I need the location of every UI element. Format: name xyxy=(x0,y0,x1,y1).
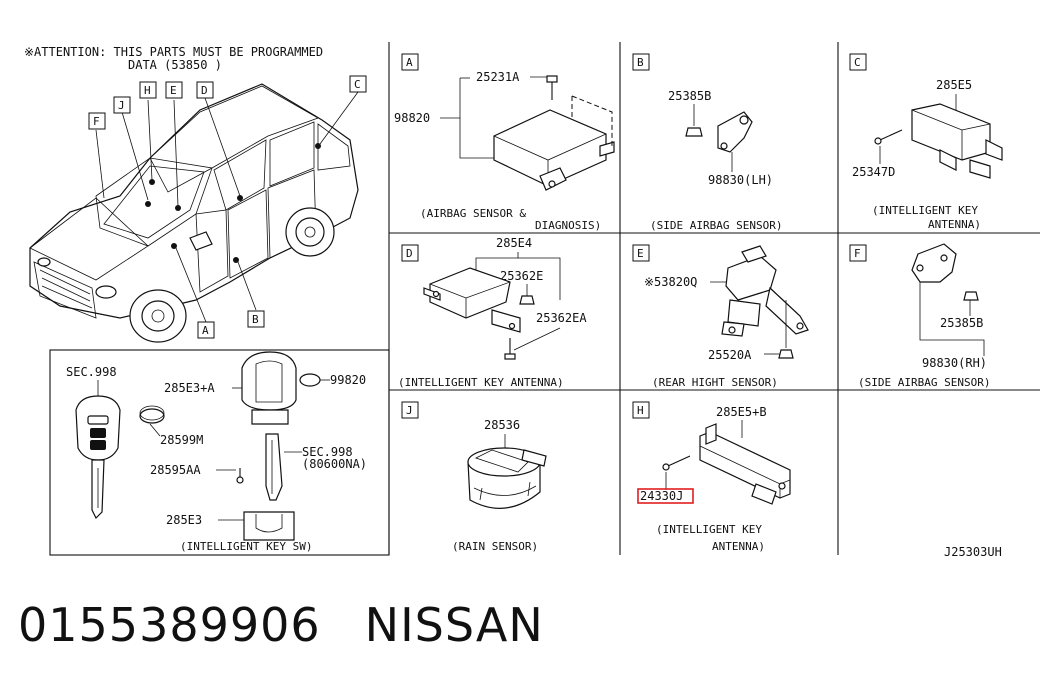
panel-h: H 285E5+B 24330J (INTELLIGENT KEY ANTENN… xyxy=(632,401,791,553)
label-24330j-highlight xyxy=(637,488,694,504)
part-number: 0155389906 xyxy=(18,598,321,652)
label-25362ea: 25362EA xyxy=(536,311,587,325)
panel-h-tag: H xyxy=(637,404,644,417)
label-25231a: 25231A xyxy=(476,70,520,84)
svg-text:B: B xyxy=(252,313,259,326)
label-98820: 98820 xyxy=(394,111,430,125)
label-sec998: SEC.998 xyxy=(66,365,117,379)
panel-d-caption: (INTELLIGENT KEY ANTENNA) xyxy=(398,376,564,389)
label-24330j: 24330J xyxy=(640,489,683,503)
panel-j-caption: (RAIN SENSOR) xyxy=(452,540,538,553)
panel-a-tag: A xyxy=(406,56,413,69)
brand-name: NISSAN xyxy=(364,598,544,652)
label-285e4: 285E4 xyxy=(496,236,532,250)
label-99820: 99820 xyxy=(330,373,366,387)
svg-text:H: H xyxy=(144,84,151,97)
label-28595aa: 28595AA xyxy=(150,463,201,477)
panel-c-tag: C xyxy=(854,56,861,69)
callout-h: H xyxy=(139,81,157,99)
svg-text:A: A xyxy=(202,324,209,337)
label-285e5: 285E5 xyxy=(936,78,972,92)
panel-b-tag: B xyxy=(637,56,644,69)
panel-b-caption: (SIDE AIRBAG SENSOR) xyxy=(650,219,782,232)
panel-c-caption-2: ANTENNA) xyxy=(928,218,981,231)
grid-frame xyxy=(49,42,1040,556)
label-25362e: 25362E xyxy=(500,269,543,283)
vehicle-illustration xyxy=(29,83,359,343)
panel-h-caption: (INTELLIGENT KEY xyxy=(656,523,762,536)
label-28536: 28536 xyxy=(484,418,520,432)
callout-a: A xyxy=(197,321,215,339)
label-53820q: ※53820Q xyxy=(644,275,697,289)
svg-text:F: F xyxy=(93,115,100,128)
panel-h-caption-2: ANTENNA) xyxy=(712,540,765,553)
panel-d-tag: D xyxy=(406,247,413,260)
svg-text:D: D xyxy=(201,84,208,97)
footer-caption: 0155389906 NISSAN xyxy=(18,598,544,652)
svg-text:E: E xyxy=(170,84,177,97)
callout-j: J xyxy=(113,96,131,114)
svg-text:C: C xyxy=(354,78,361,91)
callout-c: C xyxy=(349,75,367,93)
panel-f: F 25385B 98830(RH) (SIDE AIRBAG SENSOR) xyxy=(849,243,990,389)
panel-b: B 25385B 98830(LH) (SIDE AIRBAG SENSOR) xyxy=(632,53,782,232)
label-285e3a: 285E3+A xyxy=(164,381,215,395)
label-25347d: 25347D xyxy=(852,165,895,179)
panel-a-caption-2: DIAGNOSIS) xyxy=(535,219,601,232)
panel-key-sw: SEC.998 28599M 285E3+A 99820 SEC.998 (80… xyxy=(66,351,367,553)
panel-f-tag: F xyxy=(854,247,861,260)
svg-text:J: J xyxy=(118,99,125,112)
panel-a-caption: (AIRBAG SENSOR & xyxy=(420,207,526,220)
panel-j-tag: J xyxy=(406,404,413,417)
label-285e5b: 285E5+B xyxy=(716,405,767,419)
attention-data-note: DATA (53850 ) xyxy=(128,58,222,72)
label-285e3: 285E3 xyxy=(166,513,202,527)
panel-c: C 285E5 25347D (INTELLIGENT KEY ANTENNA) xyxy=(849,53,1003,231)
label-80600na: (80600NA) xyxy=(302,457,367,471)
label-98830lh: 98830(LH) xyxy=(708,173,773,187)
panel-d: D 285E4 25362E 25362EA (INTELLIGENT KEY … xyxy=(398,236,587,389)
label-sec998-b: SEC.998 xyxy=(302,445,353,459)
panel-key-caption: (INTELLIGENT KEY SW) xyxy=(180,540,312,553)
panel-e-tag: E xyxy=(637,247,644,260)
callout-d: D xyxy=(196,81,214,99)
label-98830rh: 98830(RH) xyxy=(922,356,987,370)
label-25385b: 25385B xyxy=(668,89,711,103)
diagram-code: J25303UH xyxy=(944,545,1002,559)
label-28599m: 28599M xyxy=(160,433,203,447)
panel-f-caption: (SIDE AIRBAG SENSOR) xyxy=(858,376,990,389)
attention-note: ※ATTENTION: THIS PARTS MUST BE PROGRAMME… xyxy=(24,45,323,59)
panel-e: E ※53820Q 25520A (REAR HIGHT SENSOR) xyxy=(632,244,809,389)
callout-b: B xyxy=(247,310,265,328)
panel-e-caption: (REAR HIGHT SENSOR) xyxy=(652,376,778,389)
callout-f: F xyxy=(88,112,106,130)
label-25385b-f: 25385B xyxy=(940,316,983,330)
label-25520a: 25520A xyxy=(708,348,752,362)
panel-j: J 28536 (RAIN SENSOR) xyxy=(401,401,547,553)
panel-a: A 25231A 98820 (AIRBAG SENSOR & DIAGNOSI… xyxy=(394,53,615,232)
callout-e: E xyxy=(165,81,183,99)
panel-c-caption: (INTELLIGENT KEY xyxy=(872,204,978,217)
